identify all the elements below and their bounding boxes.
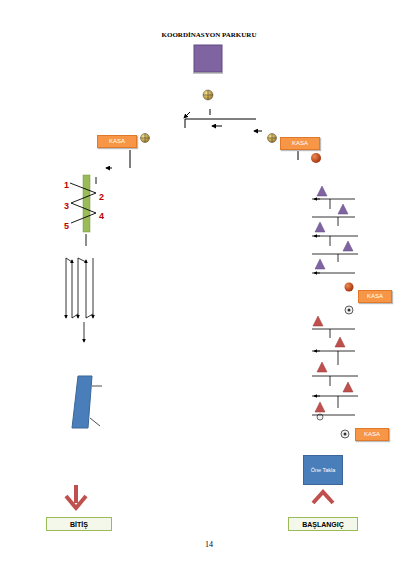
slalom-arrows: [66, 258, 93, 342]
jump-board: [72, 376, 102, 428]
box-text: BAŞLANGIÇ: [302, 521, 344, 528]
zigzag-lines: [312, 199, 358, 415]
crate-box: KASA: [358, 290, 392, 303]
direction-arrows: [66, 485, 333, 508]
box-text: KASA: [364, 431, 380, 437]
mat-box: Öne Takla: [303, 455, 343, 485]
callout-number: 3: [64, 201, 69, 211]
cone-markers: [313, 186, 353, 412]
box-text: BİTİŞ: [70, 521, 88, 528]
terminal-box: BAŞLANGIÇ: [288, 517, 358, 531]
callout-number: 4: [99, 211, 104, 221]
balance-beam: [83, 175, 90, 232]
purple-box: [194, 45, 222, 72]
box-text: Öne Takla: [311, 467, 336, 473]
box-text: KASA: [109, 138, 125, 144]
crate-box: KASA: [97, 135, 137, 148]
callout-number: 5: [64, 221, 69, 231]
terminal-box: BİTİŞ: [46, 517, 112, 531]
crate-box: KASA: [280, 137, 320, 150]
crossing-lines: [70, 177, 96, 246]
callout-number: 2: [99, 192, 104, 202]
box-text: KASA: [292, 140, 308, 146]
page-number: 14: [205, 540, 213, 549]
title: KOORDİNASYON PARKURU: [162, 31, 257, 39]
callout-number: 1: [64, 180, 69, 190]
box-text: KASA: [367, 293, 383, 299]
ball-icons: [141, 90, 354, 438]
crate-box: KASA: [355, 428, 389, 441]
